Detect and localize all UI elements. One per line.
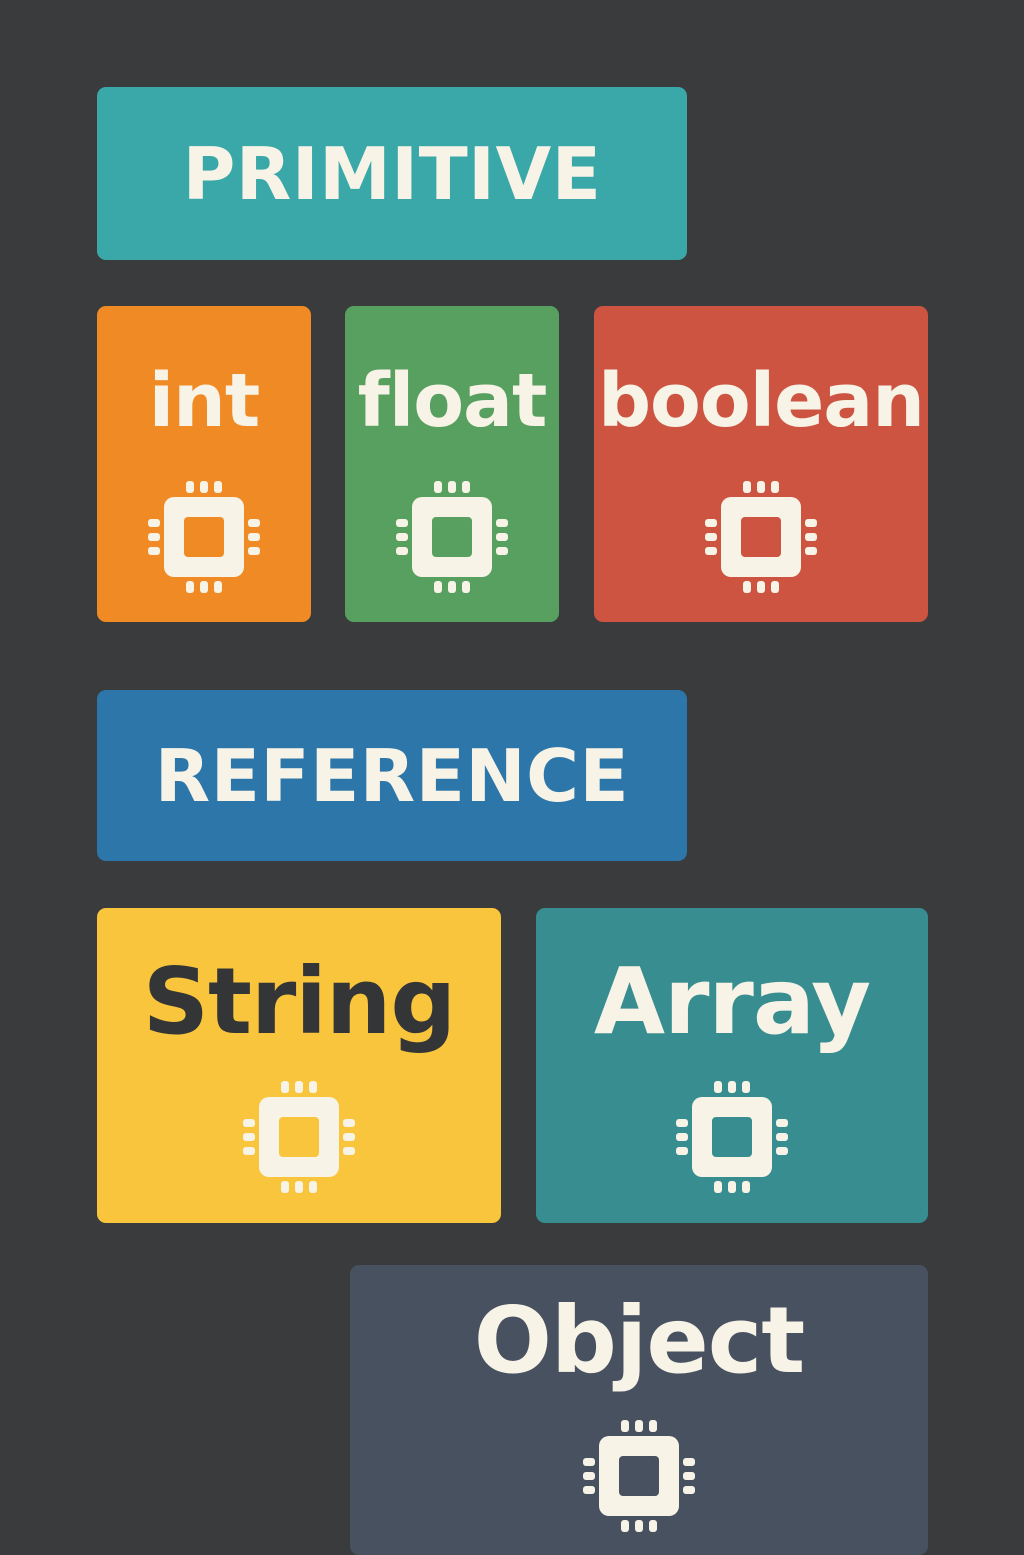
cpu-chip-icon [676,1081,788,1193]
type-label-boolean: boolean [598,358,925,444]
type-label-array: Array [593,948,871,1055]
cpu-chip-icon [396,481,508,593]
cpu-chip-icon [705,481,817,593]
type-tile-int[interactable]: int [97,306,311,622]
type-label-object: Object [473,1287,806,1394]
type-tile-float[interactable]: float [345,306,559,622]
primitive-header: PRIMITIVE [97,87,687,260]
cpu-chip-icon [148,481,260,593]
type-tile-boolean[interactable]: boolean [594,306,928,622]
type-tile-object[interactable]: Object [350,1265,928,1555]
reference-header: REFERENCE [97,690,687,861]
reference-header-label: REFERENCE [154,733,630,818]
type-label-int: int [148,358,260,444]
type-label-string: String [142,948,457,1055]
type-label-float: float [357,358,548,444]
cpu-chip-icon [583,1420,695,1532]
primitive-header-label: PRIMITIVE [182,131,602,216]
type-tile-string[interactable]: String [97,908,501,1223]
cpu-chip-icon [243,1081,355,1193]
type-tile-array[interactable]: Array [536,908,928,1223]
